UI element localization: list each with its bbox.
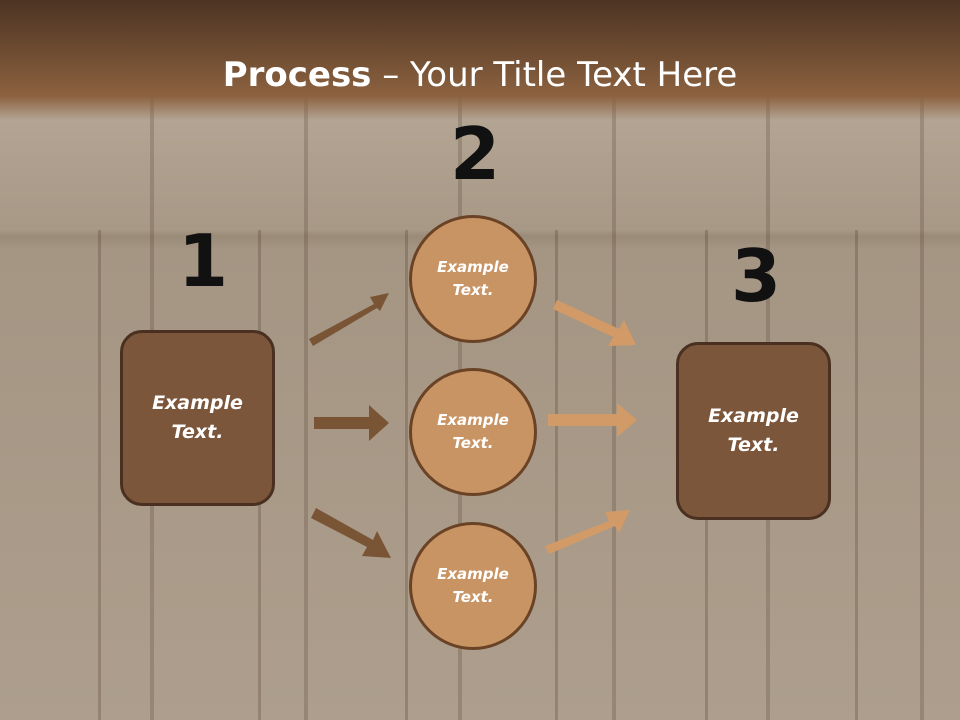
arrow-top-to-right	[553, 300, 636, 346]
left-process-box[interactable]: Example Text.	[120, 330, 275, 506]
left-box-text: Example Text.	[152, 392, 243, 443]
title-rest: – Your Title Text Here	[371, 55, 738, 95]
plank-seam	[98, 230, 101, 720]
slide-title: Process – Your Title Text Here	[0, 50, 960, 100]
circle-bottom[interactable]: Example Text.	[409, 522, 537, 650]
step-number-3: 3	[731, 234, 782, 318]
dark-arrows	[309, 293, 391, 558]
circle-middle-text: Example Text.	[437, 411, 509, 452]
arrow-left-to-bottom	[311, 508, 391, 558]
title-bold: Process	[222, 55, 372, 95]
plank-seam	[855, 230, 858, 720]
circle-bottom-text: Example Text.	[437, 565, 509, 606]
circle-top-text: Example Text.	[437, 258, 509, 299]
step-number-2: 2	[450, 112, 501, 196]
plank-seam	[405, 230, 408, 720]
right-process-box[interactable]: Example Text.	[676, 342, 831, 520]
arrow-bottom-to-right	[545, 510, 630, 554]
plank-seam	[555, 230, 558, 720]
arrow-left-to-middle	[314, 405, 389, 441]
arrow-middle-to-right	[548, 403, 637, 437]
circle-middle[interactable]: Example Text.	[409, 368, 537, 496]
header-band	[0, 0, 960, 120]
step-number-1: 1	[178, 219, 229, 303]
circle-top[interactable]: Example Text.	[409, 215, 537, 343]
light-arrows	[545, 300, 637, 554]
right-box-text: Example Text.	[708, 405, 799, 456]
arrow-left-to-top	[309, 293, 389, 346]
